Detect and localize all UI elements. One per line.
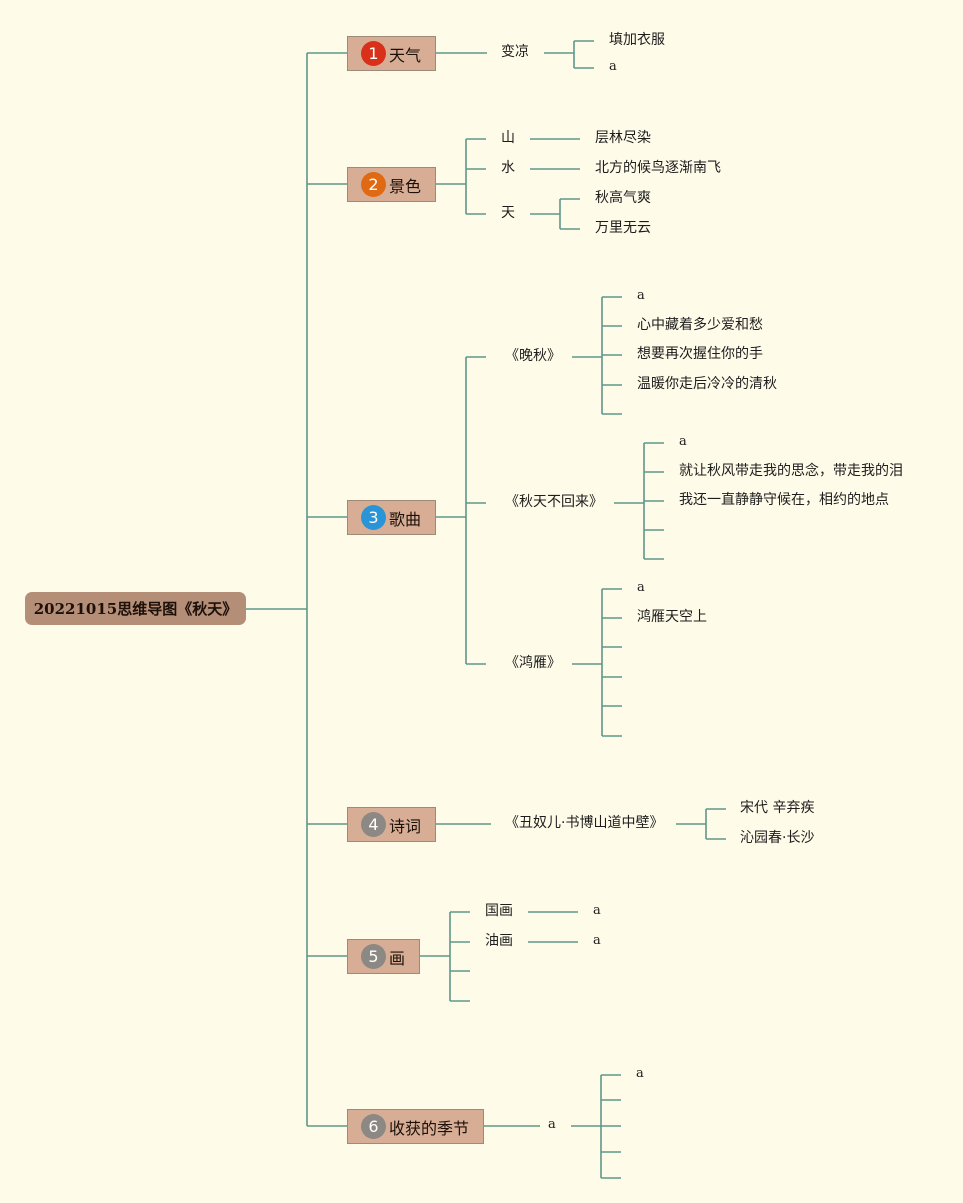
- topic-label[interactable]: 《鸿雁》: [505, 655, 561, 671]
- leaf-label[interactable]: 层林尽染: [595, 130, 651, 146]
- branch-label: 景色: [389, 176, 422, 196]
- root-label: 20221015思维导图《秋天》: [33, 600, 238, 618]
- leaf-label[interactable]: 我还一直静静守候在，相约的地点: [679, 492, 889, 508]
- topic-label[interactable]: 水: [501, 160, 515, 176]
- leaf-label[interactable]: 北方的候鸟逐渐南飞: [595, 160, 721, 176]
- number-badge-icon: 4: [361, 812, 386, 837]
- leaf-label[interactable]: a: [637, 288, 645, 303]
- number-badge-icon: 5: [361, 944, 386, 969]
- number-badge-icon: 6: [361, 1114, 386, 1139]
- leaf-label[interactable]: a: [609, 59, 617, 74]
- branch-label: 歌曲: [389, 509, 422, 529]
- leaf-label[interactable]: 温暖你走后冷冷的清秋: [637, 376, 777, 392]
- topic-label[interactable]: 变凉: [501, 44, 529, 60]
- leaf-label[interactable]: a: [637, 580, 645, 595]
- topic-label[interactable]: 天: [501, 205, 515, 221]
- leaf-label[interactable]: a: [593, 903, 601, 918]
- leaf-label[interactable]: 宋代 辛弃疾: [740, 800, 815, 816]
- root-node[interactable]: 20221015思维导图《秋天》: [25, 592, 246, 625]
- leaf-label[interactable]: 心中藏着多少爱和愁: [637, 317, 763, 333]
- branch-label: 画: [389, 948, 406, 968]
- leaf-label[interactable]: 秋高气爽: [595, 190, 651, 206]
- topic-label[interactable]: 《秋天不回来》: [505, 494, 603, 510]
- topic-label[interactable]: a: [548, 1117, 556, 1132]
- leaf-label[interactable]: a: [679, 434, 687, 449]
- number-badge-icon: 3: [361, 505, 386, 530]
- leaf-label[interactable]: 沁园春·长沙: [740, 830, 815, 846]
- leaf-label[interactable]: a: [593, 933, 601, 948]
- leaf-label[interactable]: a: [636, 1066, 644, 1081]
- topic-label[interactable]: 油画: [485, 933, 513, 949]
- branch-label: 收获的季节: [389, 1118, 470, 1138]
- leaf-label[interactable]: 鸿雁天空上: [637, 609, 707, 625]
- leaf-label[interactable]: 就让秋风带走我的思念，带走我的泪: [679, 463, 903, 479]
- topic-label[interactable]: 《丑奴儿·书博山道中壁》: [505, 815, 664, 831]
- leaf-label[interactable]: 想要再次握住你的手: [637, 346, 763, 362]
- topic-label[interactable]: 《晚秋》: [505, 348, 561, 364]
- number-badge-icon: 1: [361, 41, 386, 66]
- topic-label[interactable]: 山: [501, 130, 515, 146]
- leaf-label[interactable]: 万里无云: [595, 220, 651, 236]
- branch-label: 诗词: [389, 816, 422, 836]
- number-badge-icon: 2: [361, 172, 386, 197]
- branch-label: 天气: [389, 45, 422, 65]
- topic-label[interactable]: 国画: [485, 903, 513, 919]
- leaf-label[interactable]: 填加衣服: [609, 32, 665, 48]
